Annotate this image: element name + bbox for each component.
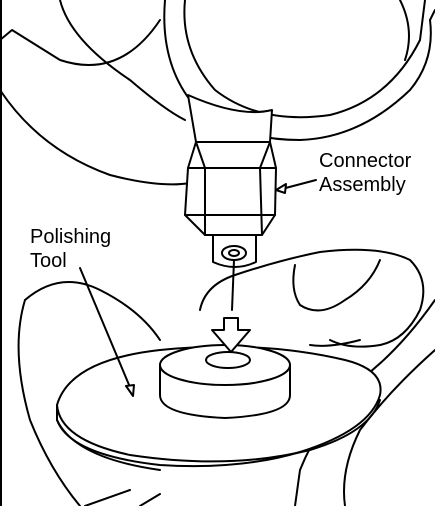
- connector-label-line1: Connector: [319, 150, 412, 172]
- leader-lines: [79, 179, 317, 397]
- connector-leader-arrowhead: [275, 183, 287, 194]
- upper-hand-drawing: [0, 0, 435, 186]
- connector-assembly-drawing: [184, 94, 277, 311]
- polishing-label-line2: Tool: [30, 250, 67, 272]
- polishing-puck: [159, 344, 291, 419]
- polishing-leader-arrowhead: [125, 384, 135, 397]
- connector-label-line2: Assembly: [319, 174, 406, 196]
- down-arrow-icon: [211, 317, 251, 353]
- polishing-leader-line: [79, 267, 133, 393]
- polishing-label-line1: Polishing: [30, 226, 111, 248]
- left-hand-drawing: [17, 281, 161, 506]
